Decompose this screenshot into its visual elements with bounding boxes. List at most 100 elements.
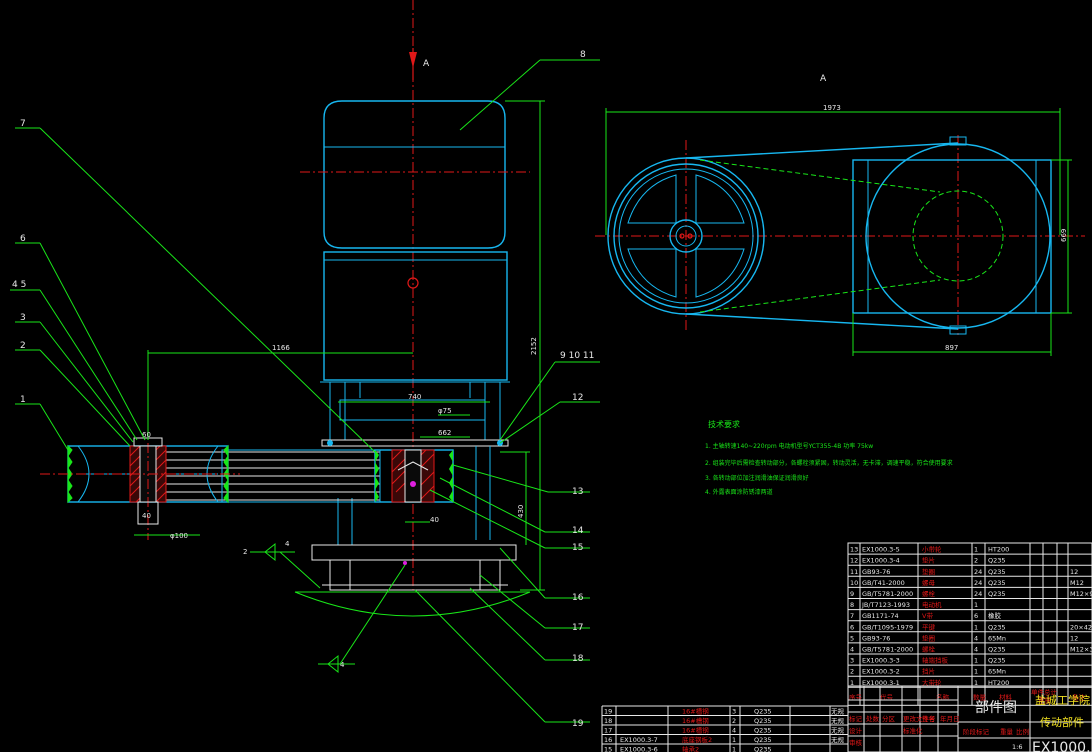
part-name: 垫圈	[922, 633, 935, 642]
parts-header-code: 代号	[880, 692, 894, 701]
tb-label-count: 处数	[866, 714, 880, 723]
balloon-14: 14	[572, 526, 584, 536]
parts-header-no: 序号	[849, 692, 863, 701]
part-code: EX1000.3-4	[862, 557, 900, 565]
dim-430: 430	[517, 505, 525, 518]
dim-small-a: 40	[142, 512, 151, 520]
part-qty: 1	[974, 601, 978, 609]
balloon-16: 16	[572, 593, 584, 603]
part-no: 12	[850, 557, 858, 565]
part-qty: 1	[974, 546, 978, 554]
part-code: GB1171-74	[862, 612, 899, 620]
part-code: GB93-76	[862, 634, 890, 642]
part-remark: M12	[1070, 579, 1084, 587]
lower-part-name: 16#槽钢	[682, 716, 709, 725]
dim-1973: 1973	[823, 104, 841, 112]
tb-school: 盐城工学院	[1035, 693, 1090, 707]
part-qty: 1	[974, 679, 978, 687]
tb-drawing-type: 部件图	[975, 700, 1017, 716]
lower-part-qty: 3	[732, 708, 736, 716]
base-frame	[294, 544, 531, 617]
v-belt	[165, 449, 381, 503]
tb-part-name: 传动部件	[1040, 715, 1084, 729]
part-name: 大带轮	[922, 678, 942, 687]
part-code: EX1000.3-2	[862, 668, 900, 676]
part-remark: M12×30	[1070, 646, 1092, 654]
balloon-15: 15	[572, 543, 583, 553]
part-name: 轴端挡板	[922, 656, 949, 665]
small-pulley	[374, 449, 454, 503]
tb-label-design: 设计	[849, 726, 863, 735]
lower-part-qty: 1	[732, 746, 736, 752]
part-code: GB/T5781-2000	[862, 646, 913, 654]
tech-requirements: 技术要求 1. 主轴转速140~220rpm 电动机型号YCT355-4B 功率…	[705, 419, 953, 496]
dim-40: 40	[430, 516, 439, 524]
part-code: GB/T41-2000	[862, 579, 905, 587]
parts-header-weight: 重量	[1038, 696, 1052, 704]
dim-small-b: 60	[142, 431, 151, 439]
part-material: 65Mn	[988, 634, 1006, 642]
balloon-13: 13	[572, 487, 583, 497]
view-label-side: A	[820, 74, 827, 84]
lower-part-qty: 1	[732, 736, 736, 744]
lower-part-remark: 无规	[831, 707, 845, 716]
lower-part-material: Q235	[754, 717, 772, 725]
dimensions-main: 1166 2152 740 φ75 662 430 40 φ100 40 60	[134, 100, 545, 591]
dim-75: φ75	[438, 407, 452, 415]
section-marks: 2 4 4	[243, 540, 406, 674]
parts-header-remark: 备注	[1072, 692, 1086, 701]
part-qty: 1	[974, 668, 978, 676]
lower-part-remark: 无规	[831, 716, 845, 725]
dim-2152: 2152	[530, 337, 538, 355]
mounting-plate	[321, 439, 509, 545]
view-a: A 1973 669 897	[595, 74, 1085, 356]
parts-header-unit: 单件	[1031, 687, 1045, 696]
part-material: Q235	[988, 557, 1006, 565]
part-material: Q235	[988, 657, 1006, 665]
lower-part-material: Q235	[754, 746, 772, 752]
parts-header-name: 名称	[936, 692, 950, 701]
part-qty: 2	[974, 557, 978, 565]
part-name: 垫片	[922, 556, 935, 565]
part-no: 11	[850, 568, 858, 576]
lower-part-qty: 4	[732, 727, 736, 735]
part-name: 平键	[922, 622, 936, 631]
parts-header-qty: 数量	[973, 692, 987, 701]
part-name: 垫圈	[922, 567, 935, 576]
part-material: 65Mn	[988, 668, 1006, 676]
tb-label-change: 更改文件号	[903, 714, 936, 723]
section-mark-2: 2	[243, 548, 247, 556]
part-code: JB/T7123-1993	[861, 601, 910, 609]
tech-req-2: 2. 组装完毕后需检查转动部分，各螺栓须紧固，转动灵活，无卡滞，调速平稳，符合使…	[705, 459, 953, 467]
part-qty: 4	[974, 634, 978, 642]
dim-897: 897	[945, 344, 958, 352]
lower-part-qty: 2	[732, 717, 736, 725]
part-qty: 1	[974, 623, 978, 631]
balloon-19: 19	[572, 719, 584, 729]
tb-label-weight: 重量	[1000, 728, 1014, 736]
part-name: 挡片	[922, 667, 935, 676]
lower-part-remark: 无规	[831, 726, 845, 735]
part-material: HT200	[988, 546, 1009, 554]
lower-part-name: 轴承2	[682, 745, 699, 752]
lower-part-no: 17	[604, 727, 612, 735]
section-mark-4a: 4	[285, 540, 290, 548]
lower-part-code: EX1000.3-6	[620, 746, 658, 752]
leaders: 7 6 4 5 3 2 1 8 9 10 11 12 13 14 15 16 1…	[10, 50, 600, 729]
part-no: 9	[850, 590, 854, 598]
tb-label-sign: 签名	[922, 714, 935, 723]
dim-740: 740	[408, 393, 421, 401]
dim-100: φ100	[170, 532, 188, 540]
parts-header-total: 总计	[1044, 687, 1058, 696]
part-no: 8	[850, 601, 854, 609]
lower-part-no: 15	[604, 746, 612, 752]
part-remark: 12	[1070, 634, 1078, 642]
part-name: 螺母	[922, 578, 936, 587]
tb-scale: 1:6	[1012, 743, 1022, 751]
part-material: Q235	[988, 590, 1006, 598]
part-remark: 20×42	[1070, 623, 1092, 631]
dim-1166: 1166	[272, 344, 290, 352]
tech-req-title: 技术要求	[708, 419, 740, 429]
